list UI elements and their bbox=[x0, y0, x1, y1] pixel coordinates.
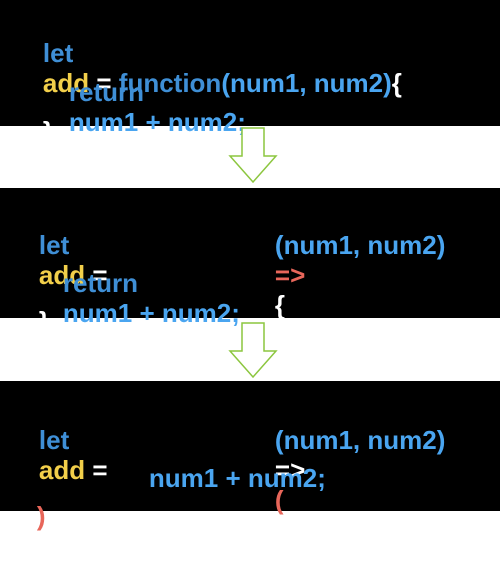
code-panel-arrow-block: let add = (num1, num2) => { return num1 … bbox=[0, 188, 500, 336]
arrow-operator: => bbox=[274, 455, 306, 485]
keyword-let: let bbox=[38, 230, 70, 260]
code-line: ) bbox=[8, 471, 46, 561]
close-brace: } bbox=[38, 306, 50, 336]
code-line: return num1 + num2; bbox=[34, 238, 240, 358]
down-arrow-icon bbox=[228, 127, 278, 184]
code-line: let add = function(num1, num2){ bbox=[14, 8, 402, 128]
return-expression: num1 + num2; bbox=[148, 463, 326, 493]
code-line: let add = bbox=[10, 395, 115, 515]
code-line: } bbox=[10, 276, 49, 366]
code-line: let add = bbox=[10, 200, 115, 320]
down-arrow-icon bbox=[228, 322, 278, 379]
code-line: num1 + num2; bbox=[120, 433, 326, 523]
variable-name: add bbox=[38, 260, 86, 290]
code-line: return num1 + num2; bbox=[40, 47, 246, 167]
keyword-let: let bbox=[42, 38, 74, 68]
open-brace: { bbox=[274, 290, 286, 320]
code-panel-function: let add = function(num1, num2){ return n… bbox=[0, 0, 500, 146]
parameters: (num1, num2) bbox=[274, 230, 446, 260]
code-panel-arrow-implicit: let add = (num1, num2) => ( num1 + num2;… bbox=[0, 381, 500, 531]
variable-name: add bbox=[42, 68, 90, 98]
assignment: = bbox=[85, 260, 115, 290]
parameters: (num1, num2) bbox=[221, 68, 392, 98]
keyword-function: function bbox=[118, 68, 222, 98]
close-brace: } bbox=[42, 116, 54, 146]
code-line: (num1, num2) => { bbox=[246, 200, 445, 350]
open-brace: { bbox=[391, 68, 402, 98]
arrow-operator: => bbox=[274, 260, 306, 290]
keyword-return: return bbox=[68, 77, 145, 107]
code-line: (num1, num2) => ( bbox=[246, 395, 445, 545]
assignment: = bbox=[89, 68, 119, 98]
close-paren: ) bbox=[36, 501, 46, 531]
keyword-let: let bbox=[38, 425, 70, 455]
assignment: = bbox=[85, 455, 115, 485]
return-expression: num1 + num2; bbox=[68, 107, 246, 137]
keyword-return: return bbox=[62, 268, 139, 298]
open-paren: ( bbox=[274, 485, 284, 515]
parameters: (num1, num2) bbox=[274, 425, 446, 455]
code-line: } bbox=[14, 86, 53, 176]
return-expression: num1 + num2; bbox=[62, 298, 240, 328]
variable-name: add bbox=[38, 455, 86, 485]
